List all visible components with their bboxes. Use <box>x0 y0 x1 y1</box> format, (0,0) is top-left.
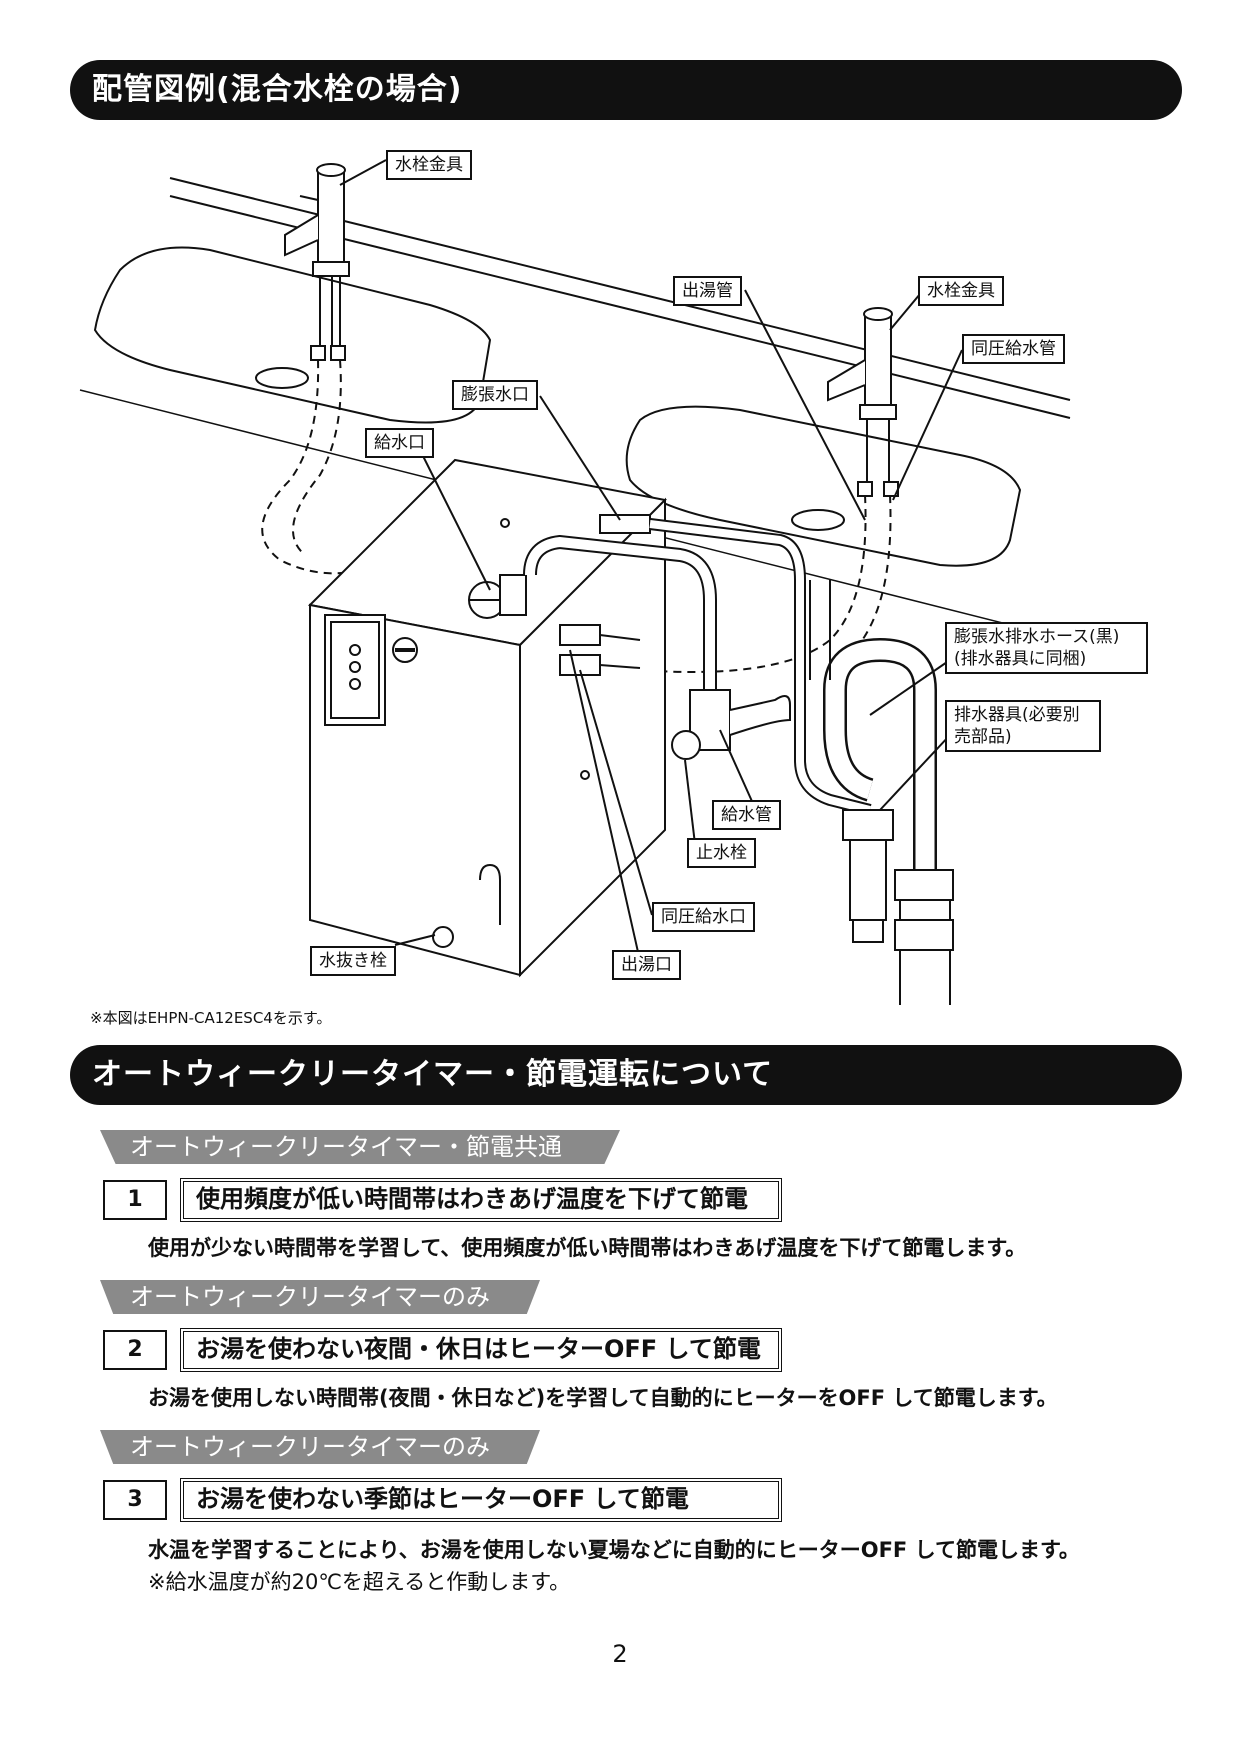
feature-1-category: オートウィークリータイマー・節電共通 <box>100 1130 620 1164</box>
label-faucet-left: 水栓金具 <box>386 150 472 180</box>
label-drain-plug: 水抜き栓 <box>310 946 396 976</box>
feature-3-description: 水温を学習することにより、お湯を使用しない夏場などに自動的にヒーターOFF して… <box>148 1538 1080 1562</box>
section-header-timer: オートウィークリータイマー・節電運転について <box>70 1045 1182 1105</box>
label-faucet-right: 水栓金具 <box>918 276 1004 306</box>
feature-2-description: お湯を使用しない時間帯(夜間・休日など)を学習して自動的にヒーターをOFF して… <box>148 1386 1058 1410</box>
piping-diagram <box>79 159 1071 1005</box>
label-outlet-pipe: 出湯管 <box>673 276 742 306</box>
label-stop-valve: 止水栓 <box>687 838 756 868</box>
label-expansion-drain-hose: 膨張水排水ホース(黒)(排水器具に同梱) <box>945 622 1148 674</box>
label-water-inlet: 給水口 <box>365 428 434 458</box>
feature-1-number: 1 <box>103 1180 167 1220</box>
label-same-pressure-inlet: 同圧給水口 <box>652 902 755 932</box>
feature-1-title: 使用頻度が低い時間帯はわきあげ温度を下げて節電 <box>180 1178 782 1222</box>
feature-2-category: オートウィークリータイマーのみ <box>100 1280 540 1314</box>
feature-3-number: 3 <box>103 1480 167 1520</box>
label-hot-water-outlet: 出湯口 <box>612 950 681 980</box>
feature-3-title: お湯を使わない季節はヒーターOFF して節電 <box>180 1478 782 1522</box>
diagram-note: ※本図はEHPN-CA12ESC4を示す。 <box>90 1009 332 1027</box>
label-drain-fitting: 排水器具(必要別売部品) <box>945 700 1101 752</box>
page-number: 2 <box>612 1640 628 1668</box>
feature-2-title: お湯を使わない夜間・休日はヒーターOFF して節電 <box>180 1328 782 1372</box>
feature-3-category: オートウィークリータイマーのみ <box>100 1430 540 1464</box>
label-same-pressure-supply-pipe: 同圧給水管 <box>962 334 1065 364</box>
label-supply-pipe: 給水管 <box>712 800 781 830</box>
feature-3-note: ※給水温度が約20℃を超えると作動します。 <box>148 1570 571 1594</box>
feature-1-description: 使用が少ない時間帯を学習して、使用頻度が低い時間帯はわきあげ温度を下げて節電しま… <box>148 1236 1027 1260</box>
label-expansion-water-port: 膨張水口 <box>452 380 538 410</box>
section-header-piping: 配管図例(混合水栓の場合) <box>70 60 1182 120</box>
feature-2-number: 2 <box>103 1330 167 1370</box>
